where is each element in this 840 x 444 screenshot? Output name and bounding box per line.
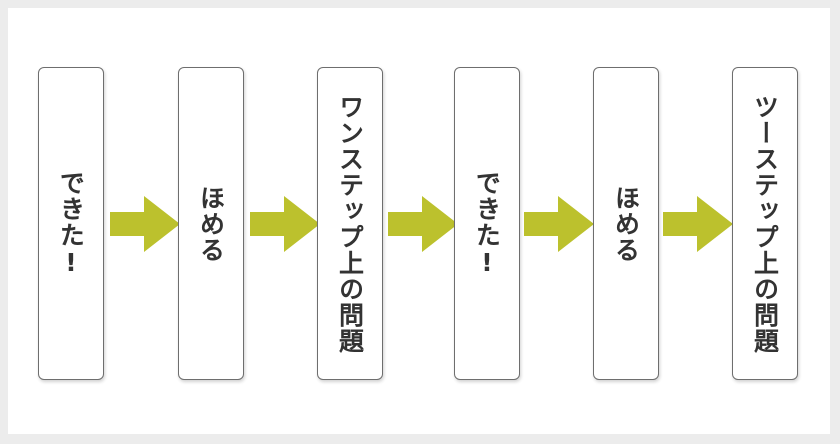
- right-arrow-icon: [663, 196, 733, 252]
- step-label-4: できた!: [472, 169, 502, 278]
- flow-arrow-5: [663, 196, 733, 252]
- flow-arrow-4: [524, 196, 594, 252]
- step-box-3: ワンステップ上の問題: [317, 67, 383, 380]
- flow-arrow-2: [250, 196, 320, 252]
- step-box-1: できた!: [38, 67, 104, 380]
- flow-arrow-3: [388, 196, 458, 252]
- step-box-5: ほめる: [593, 67, 659, 380]
- step-label-6: ツーステップ上の問題: [750, 93, 780, 354]
- flow-arrow-1: [110, 196, 180, 252]
- step-label-1: できた!: [56, 169, 86, 278]
- right-arrow-icon: [524, 196, 594, 252]
- step-label-3: ワンステップ上の問題: [335, 93, 365, 354]
- step-box-2: ほめる: [178, 67, 244, 380]
- step-label-2: ほめる: [196, 184, 226, 263]
- right-arrow-icon: [110, 196, 180, 252]
- step-label-5: ほめる: [611, 184, 641, 263]
- step-box-6: ツーステップ上の問題: [732, 67, 798, 380]
- diagram-canvas: できた! ほめる ワンステップ上の問題 できた! ほめる: [8, 8, 830, 434]
- right-arrow-icon: [388, 196, 458, 252]
- right-arrow-icon: [250, 196, 320, 252]
- step-box-4: できた!: [454, 67, 520, 380]
